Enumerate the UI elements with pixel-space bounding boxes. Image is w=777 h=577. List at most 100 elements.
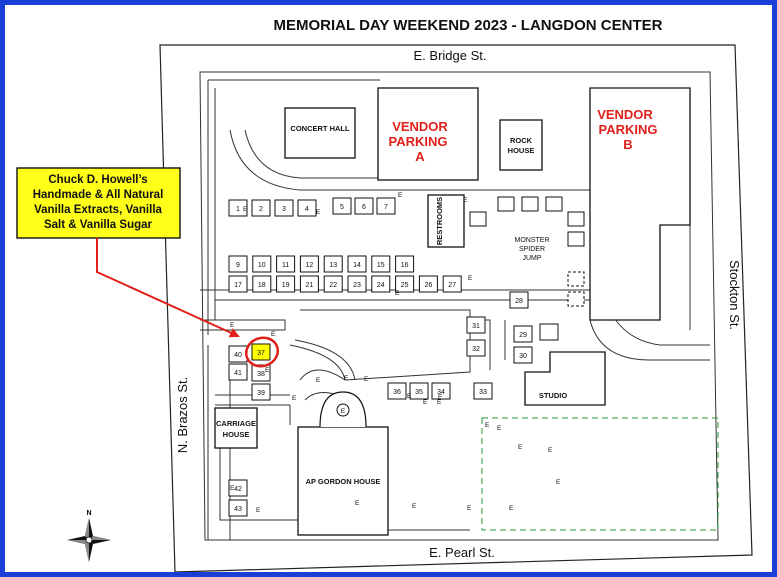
entrance-marker: E xyxy=(344,375,349,382)
booth-11: 11 xyxy=(276,255,296,273)
callout-line-1: Chuck D. Howell’s xyxy=(48,174,147,186)
vendor-parking-a: VENDOR PARKING A xyxy=(377,87,479,181)
booth-label-2: 2 xyxy=(259,206,263,213)
entrance-marker: E xyxy=(467,505,472,512)
booth-label-38: 38 xyxy=(257,371,265,378)
booth-label-33: 33 xyxy=(479,389,487,396)
booth-label-5: 5 xyxy=(340,204,344,211)
booth-27: 27 xyxy=(442,275,462,293)
street-pearl: E. Pearl St. xyxy=(429,545,495,560)
building-rock-house: ROCK HOUSE xyxy=(499,119,543,171)
street-stockton: Stockton St. xyxy=(727,260,742,330)
building-concert-hall: CONCERT HALL xyxy=(284,107,356,159)
booth-18: 18 xyxy=(252,275,272,293)
booth-label-23: 23 xyxy=(353,282,361,289)
booth-label-9: 9 xyxy=(236,262,240,269)
entrance-marker: E xyxy=(463,197,468,204)
svg-text:SPIDER: SPIDER xyxy=(519,246,545,253)
booth-28: 28 xyxy=(509,291,529,309)
compass-rose-icon: N xyxy=(67,510,111,562)
entrance-marker: E xyxy=(556,479,561,486)
svg-text:B: B xyxy=(623,137,632,152)
booth-label-34: 34 xyxy=(437,389,445,396)
entrance-marker: E xyxy=(364,376,369,383)
booth-10: 10 xyxy=(252,255,272,273)
booth-21: 21 xyxy=(299,275,319,293)
booth-35: 35 xyxy=(409,382,429,400)
booth-label-32: 32 xyxy=(472,346,480,353)
svg-text:E: E xyxy=(341,408,346,415)
booth-label-27: 27 xyxy=(448,282,456,289)
entrance-marker: E xyxy=(412,503,417,510)
entrance-marker: E xyxy=(230,322,235,329)
entrance-marker: E xyxy=(468,275,473,282)
svg-text:PARKING: PARKING xyxy=(389,134,448,149)
entrance-marker: E xyxy=(423,399,428,406)
booth-label-37: 37 xyxy=(257,350,265,357)
building-restrooms: RESTROOMS xyxy=(427,194,465,248)
building-ap-gordon-house: AP GORDON HOUSE E xyxy=(297,391,389,536)
booth-label-4: 4 xyxy=(305,206,309,213)
booth-6: 6 xyxy=(354,197,374,215)
entrance-marker: E xyxy=(256,507,261,514)
booth-label-30: 30 xyxy=(519,353,527,360)
booth-26: 26 xyxy=(418,275,438,293)
entrance-marker: E xyxy=(407,393,412,400)
booth-24: 24 xyxy=(371,275,391,293)
entrance-marker: E xyxy=(243,206,248,213)
svg-text:MONSTER: MONSTER xyxy=(515,237,550,244)
booth-label-13: 13 xyxy=(329,262,337,269)
booth-19: 19 xyxy=(276,275,296,293)
booth-42: 42 xyxy=(228,479,248,497)
booth-label-28: 28 xyxy=(515,298,523,305)
entrance-marker: E xyxy=(316,377,321,384)
entrance-marker: E xyxy=(292,395,297,402)
booth-label-39: 39 xyxy=(257,390,265,397)
booth-17: 17 xyxy=(228,275,248,293)
booth-16: 16 xyxy=(395,255,415,273)
booth-33: 33 xyxy=(473,382,493,400)
street-bridge: E. Bridge St. xyxy=(414,48,487,63)
callout-arrow xyxy=(96,238,240,338)
callout-line-3: Vanilla Extracts, Vanilla xyxy=(34,204,162,216)
booth-23: 23 xyxy=(347,275,367,293)
svg-text:AP GORDON HOUSE: AP GORDON HOUSE xyxy=(306,477,381,486)
street-brazos: N. Brazos St. xyxy=(175,377,190,454)
booth-32: 32 xyxy=(466,339,486,357)
svg-text:ROCK: ROCK xyxy=(510,136,533,145)
booth-1: 1 xyxy=(228,199,248,217)
entrance-marker: E xyxy=(497,425,502,432)
booth-label-12: 12 xyxy=(306,262,314,269)
booth-2: 2 xyxy=(251,199,271,217)
svg-text:VENDOR: VENDOR xyxy=(597,107,653,122)
svg-text:A: A xyxy=(415,149,425,164)
booth-label-14: 14 xyxy=(353,262,361,269)
svg-text:VENDOR: VENDOR xyxy=(392,119,448,134)
booth-label-19: 19 xyxy=(282,282,290,289)
booth-4: 4 xyxy=(297,199,317,217)
booth-3: 3 xyxy=(274,199,294,217)
booth-7: 7 xyxy=(376,197,396,215)
svg-text:HOUSE: HOUSE xyxy=(508,146,535,155)
booth-14: 14 xyxy=(347,255,367,273)
booth-31: 31 xyxy=(466,316,486,334)
svg-text:CARRIAGE: CARRIAGE xyxy=(216,419,256,428)
building-carriage-house: CARRIAGE HOUSE xyxy=(214,407,258,449)
entrance-marker: E xyxy=(548,447,553,454)
svg-text:RESTROOMS: RESTROOMS xyxy=(435,197,444,245)
booth-40: 40 xyxy=(228,345,248,363)
booth-label-11: 11 xyxy=(282,262,289,269)
booth-label-17: 17 xyxy=(234,282,242,289)
entrance-marker: E xyxy=(230,485,235,492)
entrance-marker: E xyxy=(398,192,403,199)
svg-text:HOUSE: HOUSE xyxy=(223,430,250,439)
map-title: MEMORIAL DAY WEEKEND 2023 - LANGDON CENT… xyxy=(274,17,663,34)
booth-label-1: 1 xyxy=(236,206,240,213)
booth-38: 38 xyxy=(251,364,271,382)
building-studio: STUDIO xyxy=(524,351,606,406)
booth-label-36: 36 xyxy=(393,389,401,396)
compass-north-label: N xyxy=(86,510,91,517)
booth-36: 36 xyxy=(387,382,407,400)
